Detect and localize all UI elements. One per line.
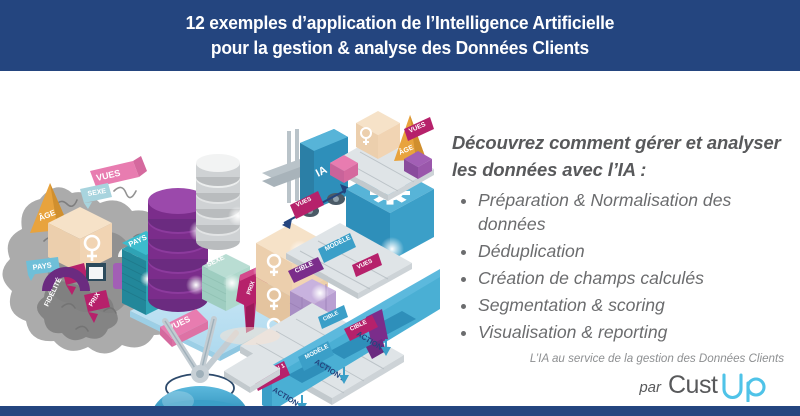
list-item: Segmentation & scoring <box>452 294 792 318</box>
logo-prefix-par: par <box>639 379 661 396</box>
cloud-tag-pays: PAYS <box>26 257 60 281</box>
database-tower-grey <box>196 154 248 250</box>
forklift-ia: IA <box>262 129 350 229</box>
logo-text-cust: Cust <box>668 371 718 399</box>
list-item: Visualisation & reporting <box>452 321 792 345</box>
list-item: Création de champs calculés <box>452 267 792 291</box>
svg-text:PRIX: PRIX <box>246 280 256 295</box>
cloud-tag-sexe: SEXE <box>80 183 112 209</box>
header-banner: 12 exemples d’application de l’Intellige… <box>0 0 800 71</box>
svg-text:SEXE: SEXE <box>87 188 107 198</box>
cloud-tag-vues: VUES <box>90 156 147 187</box>
list-item: Déduplication <box>452 240 792 264</box>
tag-vues-middle: VUES <box>352 253 382 277</box>
cloud-screen-icon <box>86 263 106 281</box>
tagline: L’IA au service de la gestion des Donnée… <box>529 352 784 365</box>
footer-bar <box>0 406 800 416</box>
feature-bullet-list: Préparation & Normalisation des données … <box>452 189 792 345</box>
logo-text-up <box>722 373 766 403</box>
stack-fidelite: FIDÉLITÉ FIDÉLITÉ FIDÉLITÉ <box>148 188 211 312</box>
title-line-1: 12 exemples d’application de l’Intellige… <box>185 12 615 34</box>
conveyor-sorting-actions: MODÈLE CIBLE ACTION 1 CIBLE ACTION 3 <box>240 269 440 406</box>
conveyor-top-right: ÂGE VUES <box>330 111 434 201</box>
lead-heading: Découvrez comment gérer et analyser les … <box>452 132 781 180</box>
illustration-isometric-ai-data-factory: VUES ÂGE SEXE <box>0 71 440 406</box>
content-text-column: Découvrez comment gérer et analyser les … <box>452 130 792 348</box>
page-title: 12 exemples d’application de l’Intellige… <box>186 11 615 60</box>
conveyor-left-stub <box>224 353 280 393</box>
svg-text:IA: IA <box>186 403 201 406</box>
title-line-2: pour la gestion & analyse des Données Cl… <box>210 36 590 58</box>
cloud-box-gender <box>48 207 112 273</box>
svg-text:IA: IA <box>314 164 329 180</box>
svg-text:PAYS: PAYS <box>32 260 52 272</box>
cloud-tag-pin-pink: PRIX <box>84 290 110 323</box>
messy-data-cloud: VUES ÂGE SEXE <box>2 156 192 354</box>
list-item: Préparation & Normalisation des données <box>452 189 792 237</box>
tag-modele-small: CIBLE <box>318 305 348 329</box>
custup-logo-mark: Cust <box>668 370 786 403</box>
brand-logo[interactable]: par Cust <box>639 370 786 403</box>
conveyor-middle: MODÈLE CIBLE VUES VUES <box>286 191 412 299</box>
ground-shadow <box>220 327 280 345</box>
